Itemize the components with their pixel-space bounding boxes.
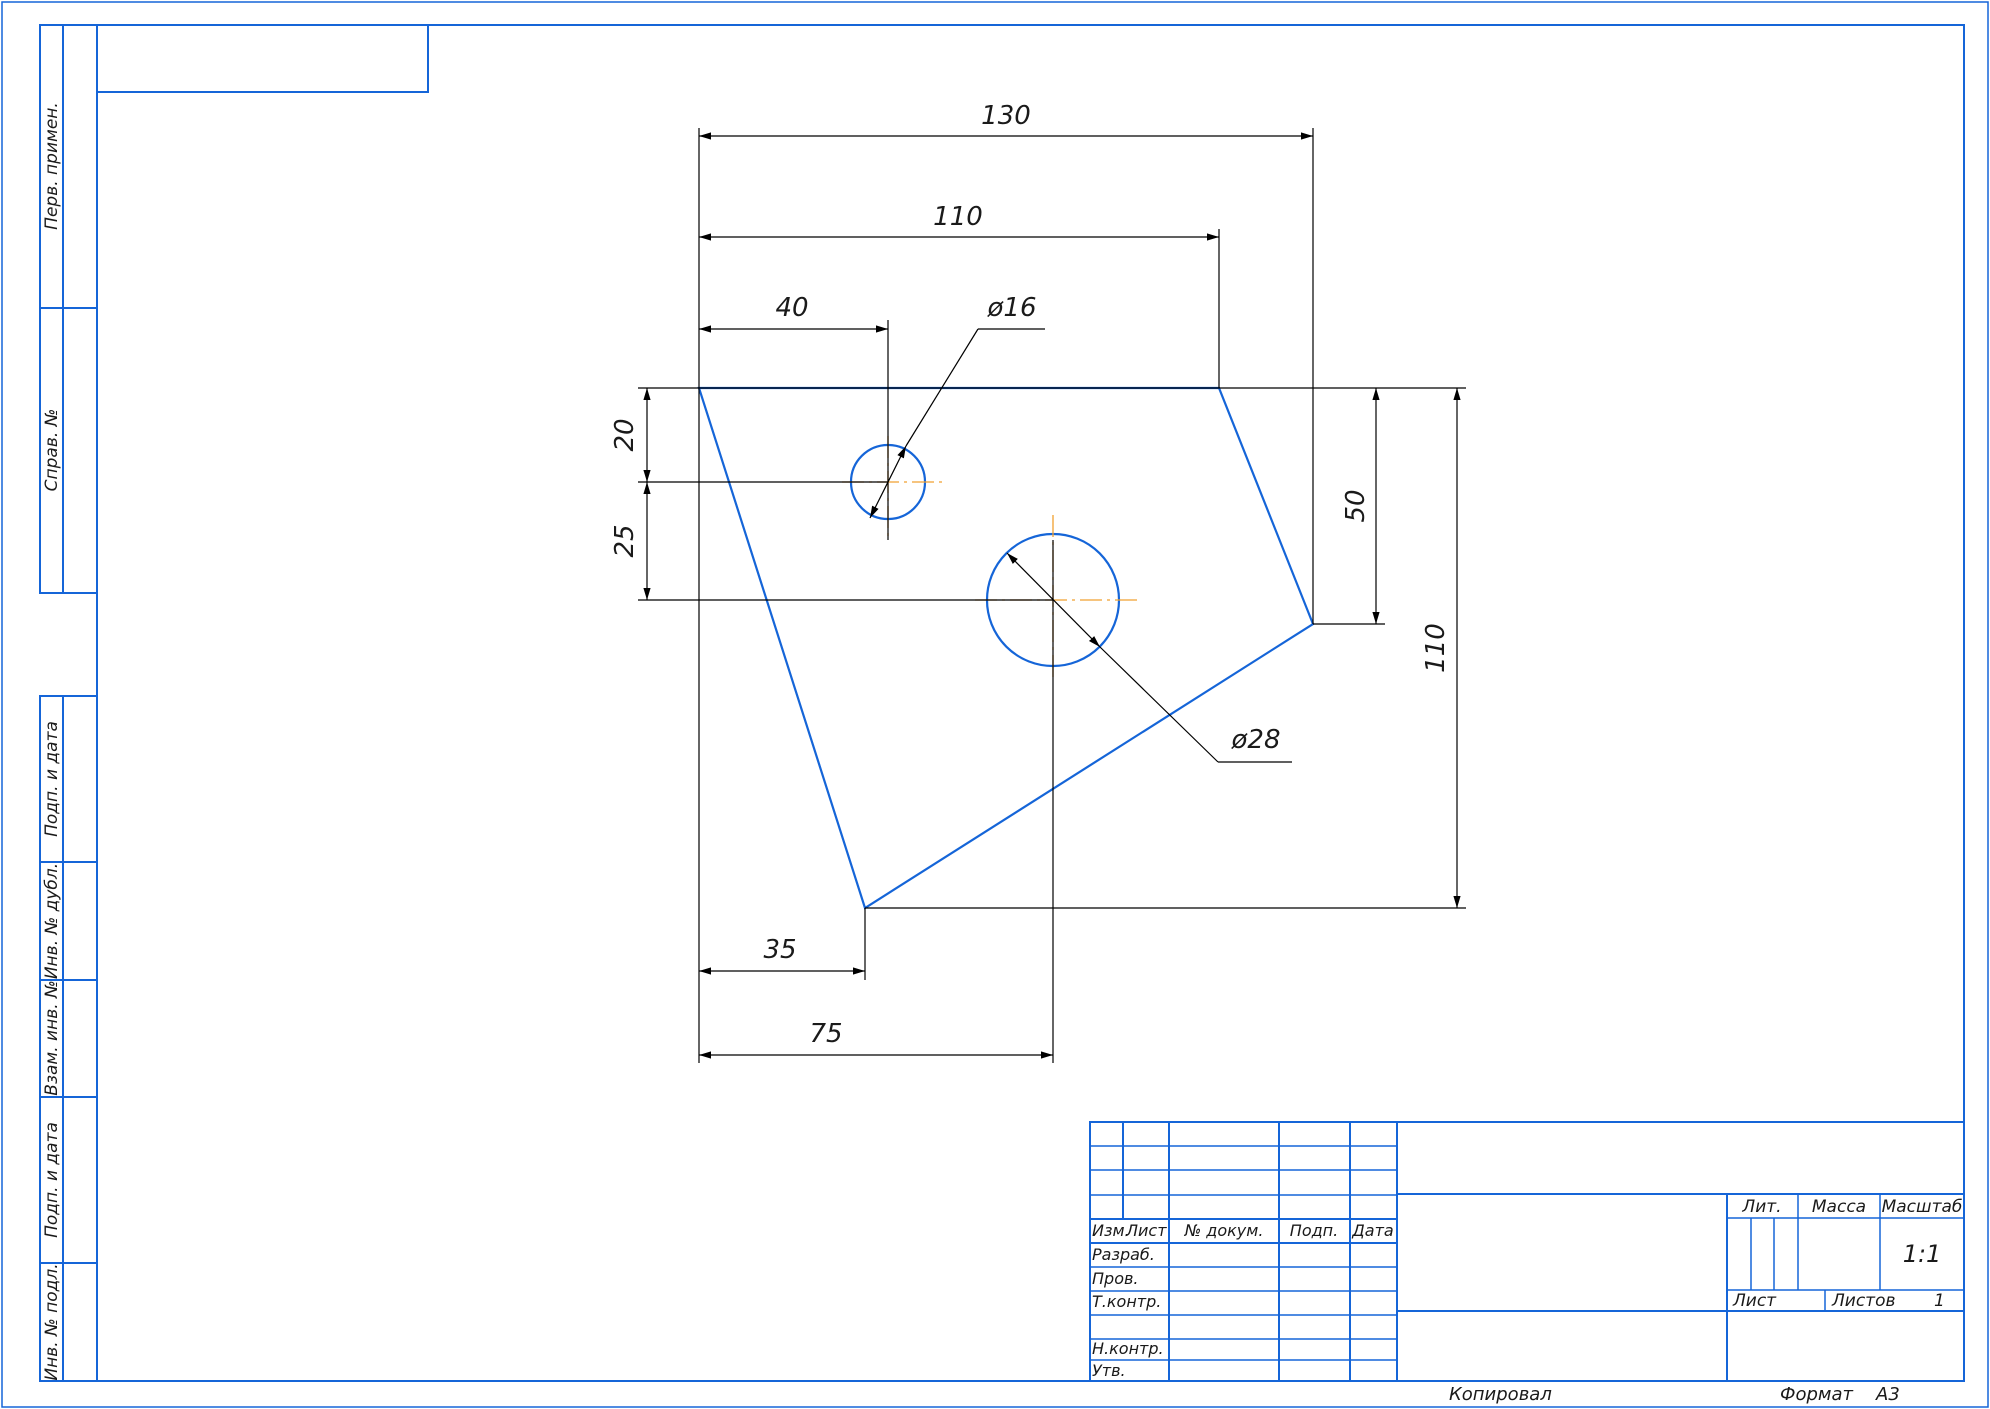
row-tkontr: Т.контр. [1092, 1292, 1161, 1311]
dim-20: 20 [610, 418, 640, 451]
row-razrab: Разраб. [1092, 1245, 1155, 1264]
sheets-count: 1 [1934, 1291, 1945, 1311]
dim-75: 75 [809, 1019, 842, 1049]
dim-50: 50 [1341, 489, 1371, 522]
col-list: Лист [1125, 1221, 1167, 1240]
format-label: Формат [1780, 1384, 1854, 1405]
col-podp: Подп. [1290, 1221, 1338, 1240]
dim-diameter-28: ø28 [1231, 725, 1281, 755]
dim-110-top: 110 [933, 202, 983, 232]
vzam-inv-no-label: Взам. инв. № [42, 980, 62, 1095]
dim-35: 35 [763, 935, 796, 965]
kopiroval-label: Копировал [1449, 1384, 1552, 1405]
dimension-labels: 130 110 40 20 25 50 110 35 75 ø16 ø28 [610, 101, 1451, 1049]
dim-40: 40 [775, 293, 808, 323]
row-utv: Утв. [1092, 1361, 1126, 1380]
masshtab-label: Масштаб [1882, 1197, 1963, 1217]
podp-data-label-2: Подп. и дата [42, 1122, 62, 1238]
title-block: Изм. Лист № докум. Подп. Дата Разраб. Пр… [1089, 1121, 1965, 1382]
row-prov: Пров. [1092, 1269, 1139, 1288]
perv-primen-label: Перв. примен. [42, 102, 62, 230]
sheet-label: Лист [1732, 1291, 1777, 1311]
dim-diameter-16: ø16 [987, 293, 1037, 323]
dimension-lines [638, 128, 1466, 1063]
col-data: Дата [1351, 1221, 1393, 1240]
col-doc-no: № докум. [1184, 1221, 1264, 1240]
podp-data-label-1: Подп. и дата [42, 721, 62, 837]
massa-label: Масса [1812, 1197, 1866, 1217]
col-izm: Изм. [1092, 1221, 1130, 1240]
left-stamp: Перв. примен. Справ. № Подп. и дата Инв.… [39, 24, 98, 1382]
scale-value: 1:1 [1903, 1240, 1942, 1268]
dim-110-right: 110 [1421, 623, 1451, 673]
format-value: A3 [1875, 1384, 1900, 1405]
center-lines [842, 436, 1138, 680]
drawing-frame [96, 24, 1965, 1382]
inv-no-podl-label: Инв. № подл. [42, 1263, 62, 1380]
dim-25: 25 [610, 524, 640, 557]
row-nkontr: Н.контр. [1092, 1339, 1164, 1358]
inv-no-dubl-label: Инв. № дубл. [42, 863, 62, 979]
part-outline [697, 386, 1315, 910]
lit-label: Лит. [1741, 1197, 1781, 1217]
top-left-box [96, 24, 429, 93]
dim-130: 130 [981, 101, 1031, 131]
sprav-no-label: Справ. № [42, 409, 62, 492]
sheets-label: Листов [1831, 1291, 1896, 1311]
